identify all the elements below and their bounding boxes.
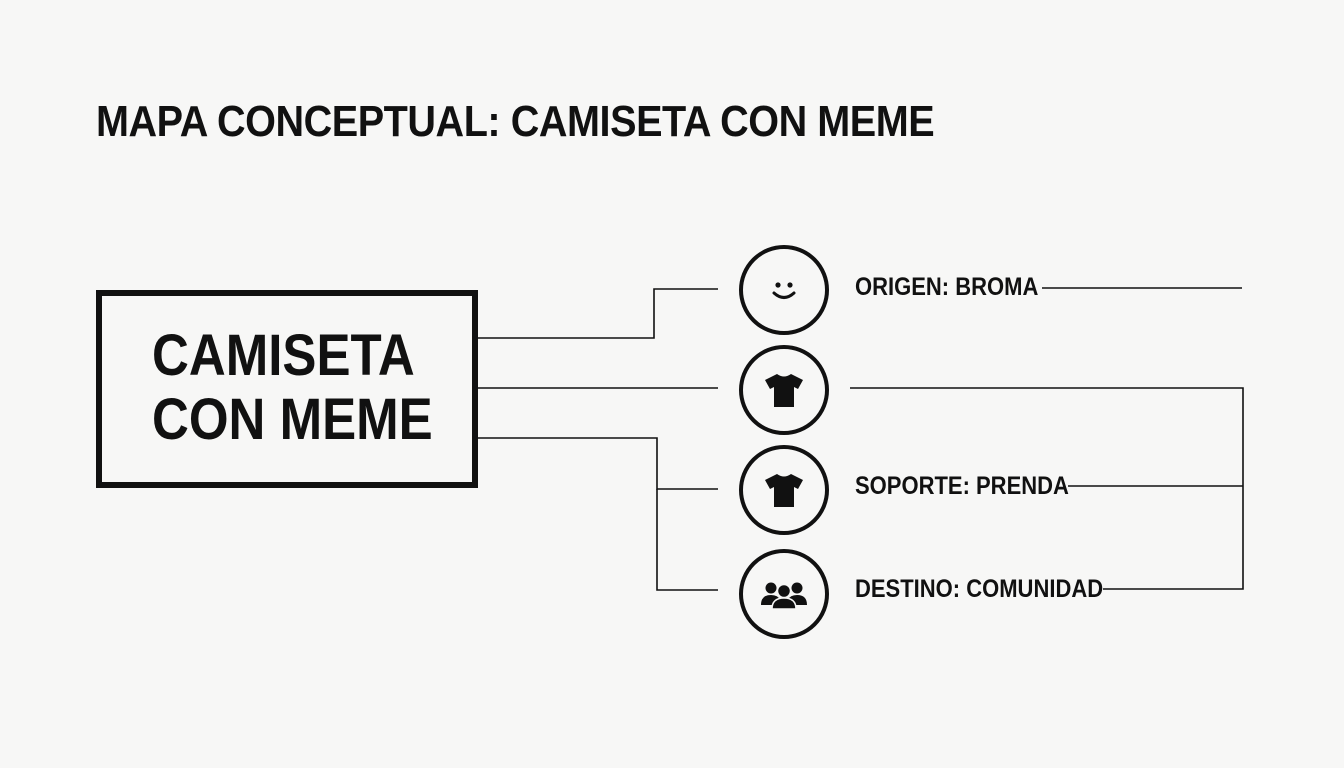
smiley-face-icon: [772, 282, 796, 299]
bracket-right: [850, 387, 1244, 590]
connector-central-to-soporte: [478, 437, 718, 490]
node-soporte-label: SOPORTE: PRENDA: [855, 472, 1069, 500]
diagram-title: MAPA CONCEPTUAL: CAMISETA CON MEME: [96, 97, 935, 146]
node-tshirt-circle: [739, 345, 829, 435]
central-node-line-2: CON MEME: [152, 387, 433, 452]
node-origen-label: ORIGEN: BROMA: [855, 273, 1039, 301]
group-people-icon: [761, 582, 807, 610]
node-destino-circle: [739, 549, 829, 639]
central-node-label: CAMISETA CON MEME: [152, 324, 433, 452]
connector-central-to-origen: [478, 288, 718, 339]
t-shirt-icon: [765, 474, 803, 507]
central-node-line-1: CAMISETA: [152, 323, 415, 388]
node-origen-circle: [739, 245, 829, 335]
connector-branch-to-destino: [656, 489, 718, 591]
central-node-box: CAMISETA CON MEME: [96, 290, 478, 488]
node-destino-label: DESTINO: COMUNIDAD: [855, 575, 1104, 603]
node-soporte-circle: [739, 445, 829, 535]
t-shirt-icon: [765, 374, 803, 407]
